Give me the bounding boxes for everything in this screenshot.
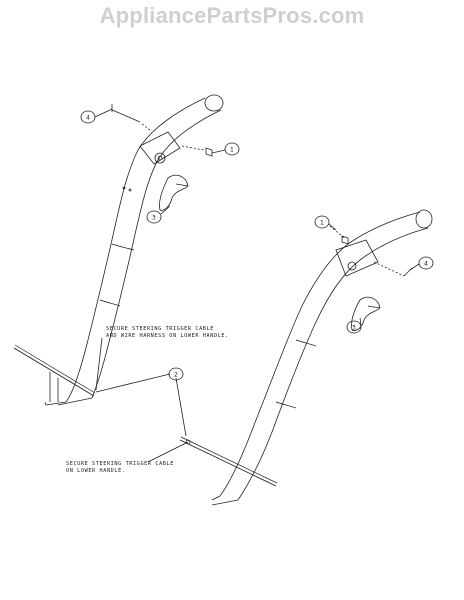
callout-2: 2 bbox=[174, 372, 178, 379]
right-handle bbox=[211, 209, 433, 506]
callout-right-3: 3 bbox=[352, 325, 356, 332]
callout-left-4: 4 bbox=[86, 115, 90, 122]
note-lower-line-1: SECURE STEERING TRIGGER CABLE bbox=[66, 461, 174, 467]
callout-right-4: 4 bbox=[424, 261, 428, 268]
callout-circles bbox=[80, 109, 434, 381]
note-lower-line-2: ON LOWER HANDLE. bbox=[66, 468, 126, 474]
left-handle bbox=[44, 94, 224, 406]
note-upper-line-2: AND WIRE HARNESS ON LOWER HANDLE. bbox=[106, 333, 229, 339]
watermark: AppliancePartsPros.com bbox=[99, 3, 365, 28]
callout-left-3: 3 bbox=[152, 215, 156, 222]
callout-right-1: 1 bbox=[320, 220, 324, 227]
callout-left-1: 1 bbox=[230, 147, 234, 154]
note-upper-line-1: SECURE STEERING TRIGGER CABLE bbox=[106, 326, 214, 332]
